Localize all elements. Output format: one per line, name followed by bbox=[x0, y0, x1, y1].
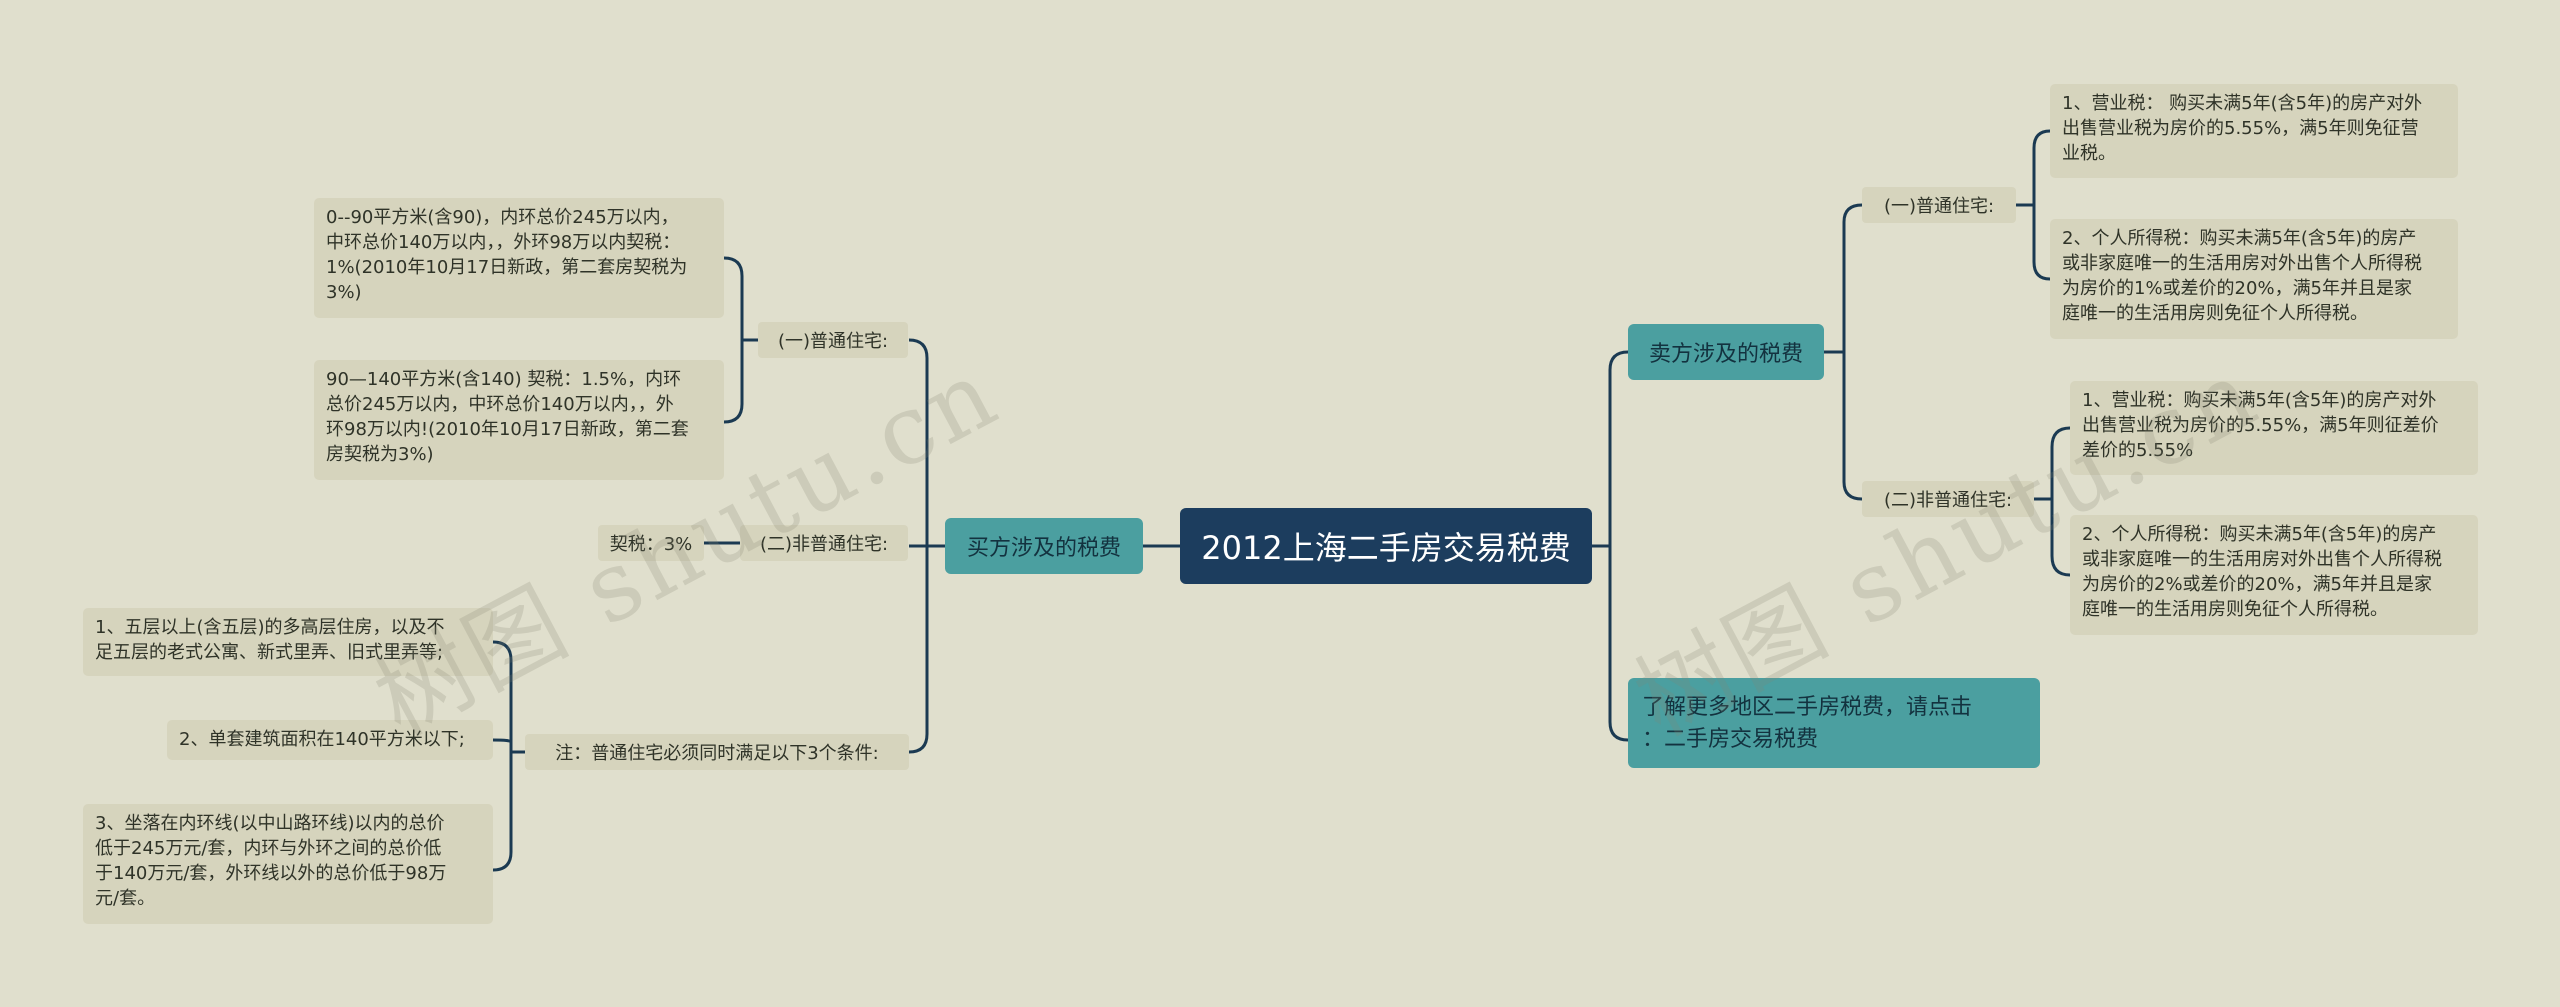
deed-tax-text: 契税：3% bbox=[609, 534, 693, 555]
buyer-note-label[interactable]: 注：普通住宅必须同时满足以下3个条件: bbox=[525, 734, 909, 770]
note-item-3[interactable]: 3、坐落在内环线(以中山路环线)以内的总价 低于245万元/套，内环与外环之间的… bbox=[83, 804, 493, 924]
more-info-link[interactable]: 了解更多地区二手房税费，请点击 ：二手房交易税费 bbox=[1628, 678, 2040, 768]
seller-taxes-title: 卖方涉及的税费 bbox=[1648, 342, 1803, 367]
seller-ordinary-item-1[interactable]: 1、营业税： 购买未满5年(含5年)的房产对外 出售营业税为房价的5.55%，满… bbox=[2050, 84, 2458, 178]
buyer-taxes-title: 买方涉及的税费 bbox=[966, 536, 1121, 561]
buyer-ordinary-label[interactable]: (一)普通住宅: bbox=[758, 322, 908, 358]
buyer-ordinary-text: (一)普通住宅: bbox=[777, 331, 889, 352]
buyer-taxes-node[interactable]: 买方涉及的税费 bbox=[945, 518, 1143, 574]
seller-nonordinary-text: (二)非普通住宅: bbox=[1883, 490, 2013, 511]
note-item-2[interactable]: 2、单套建筑面积在140平方米以下; bbox=[167, 720, 493, 760]
seller-nonordinary-item-1[interactable]: 1、营业税：购买未满5年(含5年)的房产对外 出售营业税为房价的5.55%，满5… bbox=[2070, 381, 2478, 475]
seller-taxes-node[interactable]: 卖方涉及的税费 bbox=[1628, 324, 1824, 380]
buyer-nonordinary-text: (二)非普通住宅: bbox=[759, 534, 889, 555]
buyer-ordinary-item-2[interactable]: 90—140平方米(含140) 契税：1.5%，内环 总价245万以内，中环总价… bbox=[314, 360, 724, 480]
buyer-nonordinary-item-1[interactable]: 契税：3% bbox=[598, 525, 704, 561]
buyer-nonordinary-label[interactable]: (二)非普通住宅: bbox=[740, 525, 908, 561]
seller-nonordinary-item-2[interactable]: 2、个人所得税：购买未满5年(含5年)的房产 或非家庭唯一的生活用房对外出售个人… bbox=[2070, 515, 2478, 635]
seller-ordinary-text: (一)普通住宅: bbox=[1883, 196, 1995, 217]
root-node[interactable]: 2012上海二手房交易税费 bbox=[1180, 508, 1592, 584]
root-title: 2012上海二手房交易税费 bbox=[1201, 529, 1571, 567]
seller-ordinary-item-2[interactable]: 2、个人所得税：购买未满5年(含5年)的房产 或非家庭唯一的生活用房对外出售个人… bbox=[2050, 219, 2458, 339]
buyer-note-text: 注：普通住宅必须同时满足以下3个条件: bbox=[555, 743, 879, 764]
seller-nonordinary-label[interactable]: (二)非普通住宅: bbox=[1862, 481, 2034, 517]
buyer-ordinary-item-1[interactable]: 0--90平方米(含90)，内环总价245万以内， 中环总价140万以内，，外环… bbox=[314, 198, 724, 318]
seller-ordinary-label[interactable]: (一)普通住宅: bbox=[1862, 187, 2016, 223]
note-item-1[interactable]: 1、五层以上(含五层)的多高层住房，以及不 足五层的老式公寓、新式里弄、旧式里弄… bbox=[83, 608, 493, 676]
